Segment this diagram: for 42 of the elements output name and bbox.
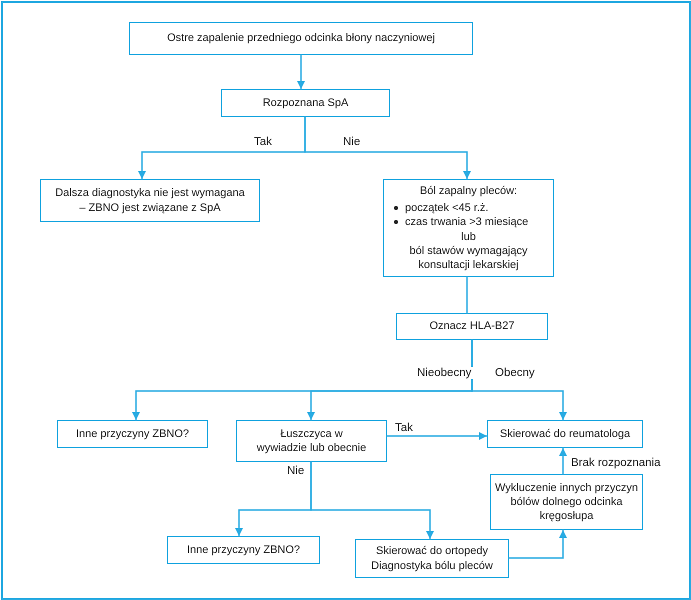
edge-label: Nie [341, 136, 362, 148]
process-box [396, 313, 548, 340]
process-box [490, 474, 643, 530]
arrow [387, 432, 487, 440]
edge-label: Tak [252, 136, 274, 148]
edge-label: Nieobecny [415, 367, 474, 379]
arrow [471, 340, 567, 420]
edge-label: Nie [285, 465, 306, 477]
edge-label: Brak rozpoznania [569, 457, 662, 469]
process-box [167, 536, 320, 564]
connector-line [466, 277, 468, 313]
box-heading: Ból zapalny pleców: [420, 184, 518, 198]
process-box [487, 420, 643, 448]
box-text: Skierować do ortopedy [376, 544, 488, 558]
process-box [40, 179, 260, 222]
edge-label: Obecny [493, 367, 537, 379]
box-text: Dalsza diagnostyka nie jest wymagana – ZBNO jest związane z SpA [55, 186, 245, 215]
box-text: ból stawów wymagający konsultacji lekarskiej [408, 244, 528, 272]
box-text: lub [461, 230, 476, 244]
process-box [129, 22, 473, 55]
process-box [57, 420, 208, 448]
process-box [236, 420, 387, 462]
bullet-item-text: czas trwania >3 miesiące [405, 215, 528, 230]
box-text: Ostre zapalenie przedniego odcinka błony naczyniowej [167, 31, 435, 46]
box-text: Oznacz HLA-B27 [430, 319, 514, 334]
arrow [559, 448, 567, 474]
process-box [383, 179, 554, 277]
arrow [310, 462, 434, 539]
edge-label: Tak [393, 422, 415, 434]
bullet-item-text: początek <45 r.ż. [405, 200, 488, 216]
arrow [509, 530, 567, 559]
arrow [297, 55, 305, 89]
process-box [355, 539, 509, 578]
box-text: Diagnostyka bólu pleców [371, 558, 493, 573]
box-text: Łuszczyca w wywiadzie lub obecnie [256, 426, 368, 456]
box-text: Wykluczenie innych przyczyn bólów dolnego odcinka kręgosłupa [495, 480, 638, 524]
box-text: Rozpoznana SpA [262, 96, 348, 110]
box-text: Inne przyczyny ZBNO? [76, 426, 190, 442]
box-text: Skierować do reumatologa [500, 426, 630, 442]
arrow [304, 117, 471, 179]
process-box [221, 89, 390, 117]
box-text: Inne przyczyny ZBNO? [186, 542, 300, 558]
